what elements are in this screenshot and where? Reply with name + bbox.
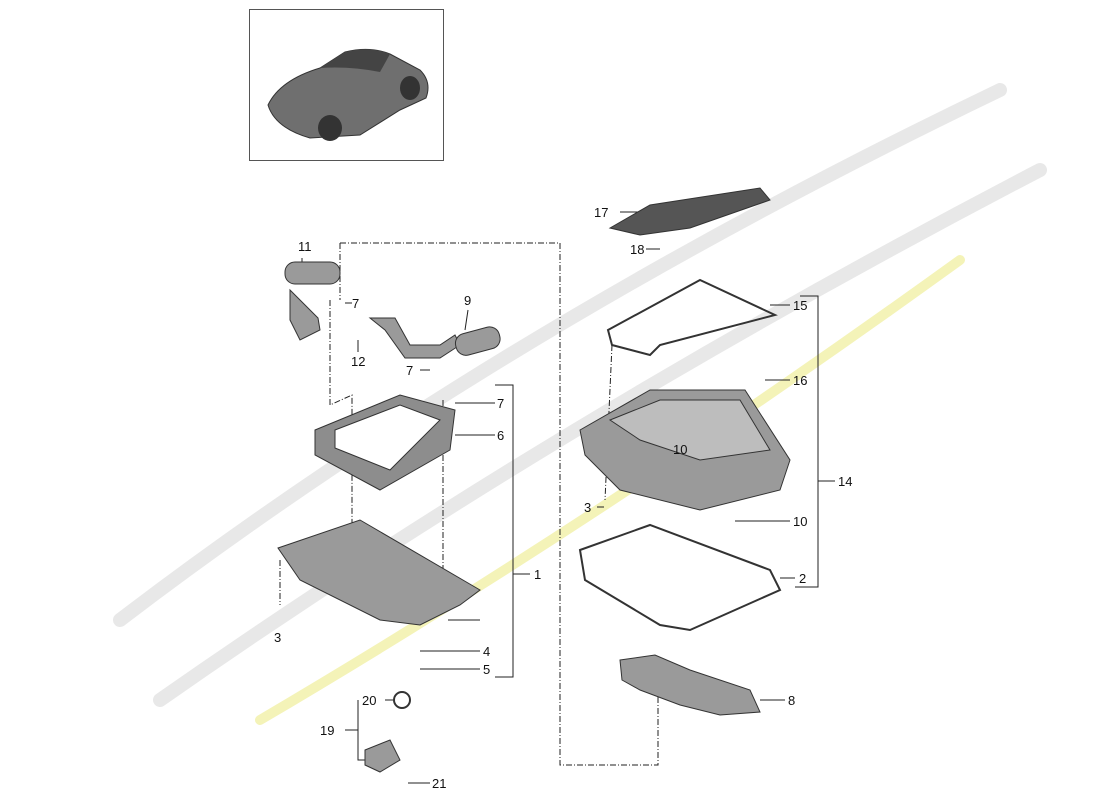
callout-20: 20 [362,693,377,708]
callout-12: 12 [351,354,366,369]
callout-7: 7 [406,363,414,378]
bracket-1 [495,384,514,678]
part-2-gasket [578,523,782,632]
bracket-14 [795,295,819,588]
callout-18: 18 [630,242,645,257]
callout-2: 2 [799,571,807,586]
part-1-oil-pan [277,519,481,626]
part-9-oil-line [368,317,461,359]
part-8-shield [619,654,761,716]
part-15-gasket [606,278,778,357]
part-11-oil-cooler [284,261,341,285]
part-20-o-ring [393,691,411,709]
callout-7: 7 [497,396,505,411]
part-17-baffle [608,187,771,236]
callout-6: 6 [497,428,505,443]
callout-15: 15 [793,298,808,313]
callout-3: 3 [274,630,282,645]
callout-4: 4 [483,644,491,659]
callout-7: 7 [352,296,360,311]
callout-10: 10 [673,442,688,457]
callout-21: 21 [432,776,447,791]
callout-3: 3 [584,500,592,515]
callout-1: 1 [534,567,542,582]
callout-8: 8 [788,693,796,708]
callout-19: 19 [320,723,335,738]
callout-11: 11 [298,239,312,254]
callout-5: 5 [483,662,491,677]
vehicle-thumbnail [249,9,444,161]
assembly-boundary-line [340,242,659,766]
callout-17: 17 [594,205,609,220]
callout-9: 9 [464,293,472,308]
callout-10: 10 [793,514,808,529]
callout-16: 16 [793,373,808,388]
callout-14: 14 [838,474,853,489]
part-19-sensor [364,739,401,773]
